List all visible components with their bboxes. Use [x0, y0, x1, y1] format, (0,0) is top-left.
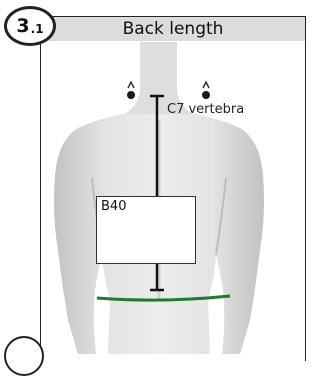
left-ear-marker — [127, 91, 135, 99]
c7-vertebra-label: C7 vertebra — [167, 102, 244, 117]
step-number-badge: 3.1 — [4, 6, 56, 46]
right-ear-caret — [203, 82, 209, 88]
measurement-code: B40 — [101, 199, 126, 214]
step-sub-number: .1 — [31, 22, 44, 36]
step-number: 3 — [16, 15, 29, 37]
measurement-box: B40 — [96, 196, 196, 264]
back-figure-illustration — [0, 0, 320, 354]
next-step-badge — [4, 336, 44, 376]
left-ear-caret — [128, 82, 134, 88]
right-ear-marker — [202, 91, 210, 99]
